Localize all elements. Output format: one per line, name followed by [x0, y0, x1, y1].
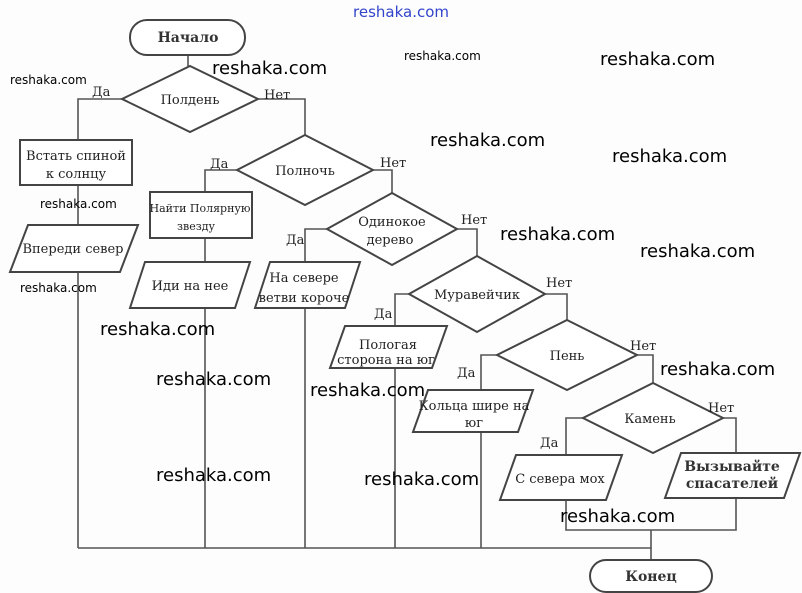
find-polaris-process — [149, 191, 253, 239]
watermark: reshaka.com — [660, 359, 775, 380]
go-to-it-output — [128, 261, 252, 309]
midnight-label: Полночь — [275, 164, 335, 179]
anthill-yes: Да — [374, 307, 393, 322]
watermark-top: reshaka.com — [353, 3, 449, 21]
call-label-1: Вызывайте — [684, 458, 780, 475]
anthill-label: Муравейчик — [434, 288, 520, 303]
watermark: reshaka.com — [156, 465, 271, 486]
moss-label: С севера мох — [515, 472, 605, 487]
call-rescuers-output — [663, 452, 802, 499]
end-terminal — [589, 559, 713, 593]
find-polaris-label-2: звезду — [177, 220, 215, 233]
gentle-label-1: Пологая — [359, 338, 417, 353]
gentle-label-2: сторона на юг — [337, 353, 435, 368]
watermark: reshaka.com — [500, 224, 615, 245]
branches-label-1: На севере — [269, 271, 339, 286]
noon-label: Полдень — [161, 93, 220, 108]
find-polaris-label-1: Найти Полярную — [150, 202, 251, 215]
lone-tree-no: Нет — [461, 213, 487, 228]
rings-output — [411, 389, 535, 433]
anthill-decision — [406, 254, 548, 334]
watermark: reshaka.com — [10, 73, 87, 87]
watermark: reshaka.com — [364, 469, 479, 490]
start-label: Начало — [158, 30, 219, 46]
lone-tree-label-2: дерево — [367, 233, 414, 248]
stone-decision — [580, 381, 726, 455]
rings-label-2: юг — [465, 416, 483, 431]
watermark: reshaka.com — [156, 369, 271, 390]
noon-yes: Да — [92, 85, 111, 100]
rings-label-1: Кольца шире на — [419, 399, 530, 414]
stump-decision — [494, 318, 640, 392]
lone-tree-decision — [324, 191, 460, 267]
stone-yes: Да — [540, 436, 559, 451]
north-ahead-label: Впереди север — [22, 242, 123, 257]
branches-label-2: ветви короче — [259, 291, 350, 306]
start-terminal — [129, 19, 246, 56]
back-to-sun-label-2: к солнцу — [46, 167, 107, 182]
stone-no: Нет — [708, 401, 734, 416]
end-label: Конец — [625, 569, 677, 585]
watermark: reshaka.com — [404, 49, 481, 63]
anthill-no: Нет — [546, 276, 572, 291]
watermark: reshaka.com — [600, 49, 715, 70]
moss-output — [498, 454, 624, 501]
watermark: reshaka.com — [612, 146, 727, 167]
stump-no: Нет — [630, 339, 656, 354]
watermark: reshaka.com — [640, 241, 755, 262]
watermarks: reshaka.com reshaka.com reshaka.com resh… — [10, 3, 775, 527]
branches-output — [253, 261, 362, 309]
watermark: reshaka.com — [20, 281, 97, 295]
stump-label: Пень — [550, 349, 585, 364]
gentle-slope-output — [328, 325, 449, 369]
back-to-sun-label-1: Встать спиной — [26, 149, 126, 164]
watermark: reshaka.com — [100, 319, 215, 340]
stone-label: Камень — [624, 412, 675, 427]
watermark: reshaka.com — [310, 380, 425, 401]
midnight-no: Нет — [380, 156, 406, 171]
midnight-yes: Да — [210, 157, 229, 172]
north-ahead-output — [8, 224, 140, 273]
stump-yes: Да — [457, 366, 476, 381]
go-to-it-label: Иди на нее — [152, 279, 229, 294]
watermark: reshaka.com — [40, 197, 117, 211]
connectors — [77, 55, 737, 560]
watermark: reshaka.com — [560, 506, 675, 527]
lone-tree-yes: Да — [286, 233, 305, 248]
lone-tree-label-1: Одинокое — [358, 215, 426, 230]
watermark: reshaka.com — [212, 58, 327, 79]
call-label-2: спасателей — [686, 475, 778, 492]
noon-decision — [119, 64, 261, 134]
noon-no: Нет — [264, 88, 290, 103]
back-to-sun-process — [19, 139, 133, 186]
midnight-decision — [234, 133, 376, 207]
watermark: reshaka.com — [430, 130, 545, 151]
